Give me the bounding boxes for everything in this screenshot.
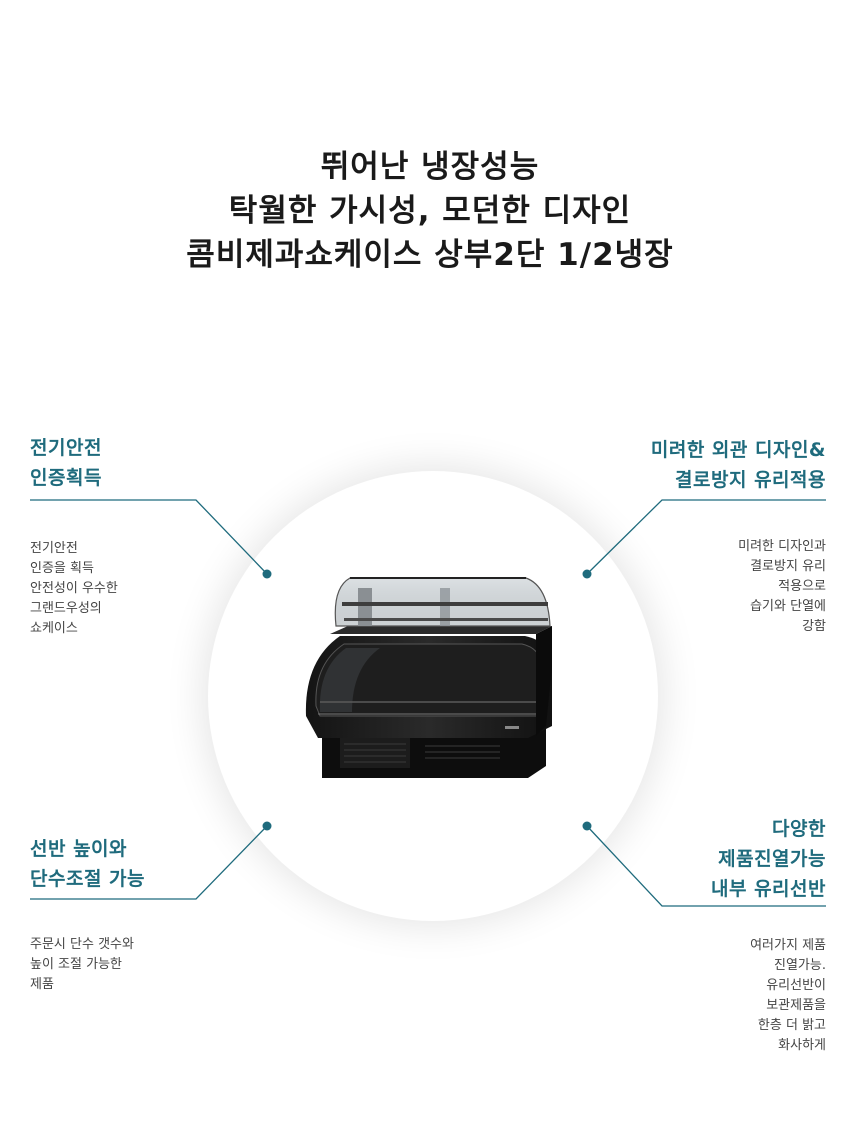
feature-title-line: 내부 유리선반	[711, 878, 826, 900]
connector-dot-top-right	[582, 569, 592, 579]
feature-title-line: 단수조절 가능	[30, 868, 145, 890]
feature-desc-line: 습기와 단열에	[750, 599, 826, 614]
feature-title-line: 미려한 외관 디자인&	[650, 439, 826, 461]
connector-top-left	[30, 499, 268, 575]
feature-title-line: 전기안전	[30, 437, 102, 459]
feature-desc-top-right: 미려한 디자인과 결로방지 유리 적용으로 습기와 단열에 강함	[738, 537, 826, 637]
connector-dot-bottom-right	[582, 821, 592, 831]
feature-desc-line: 전기안전	[30, 541, 78, 556]
connector-dot-bottom-left	[262, 821, 272, 831]
feature-desc-line: 제품	[30, 977, 54, 992]
feature-desc-line: 화사하게	[778, 1038, 826, 1053]
feature-desc-line: 한층 더 밝고	[757, 1018, 826, 1033]
feature-title-line: 선반 높이와	[30, 838, 128, 860]
feature-desc-line: 쇼케이스	[30, 621, 78, 636]
product-showcase-image	[305, 577, 552, 778]
feature-desc-line: 보관제품을	[766, 998, 826, 1013]
connector-top-right	[586, 499, 826, 575]
feature-title-bottom-left: 선반 높이와 단수조절 가능	[30, 834, 145, 894]
feature-title-line: 결로방지 유리적용	[675, 469, 826, 491]
feature-desc-top-left: 전기안전 인증을 획득 안전성이 우수한 그랜드우성의 쇼케이스	[30, 539, 118, 639]
connector-bottom-right	[586, 825, 826, 907]
feature-title-top-right: 미려한 외관 디자인& 결로방지 유리적용	[651, 435, 826, 495]
feature-desc-line: 주문시 단수 갯수와	[30, 937, 134, 952]
feature-desc-line: 미려한 디자인과	[738, 539, 826, 554]
feature-title-line: 다양한	[772, 818, 826, 840]
headline-line-3: 콤비제과쇼케이스 상부2단 1/2냉장	[186, 237, 674, 273]
feature-desc-line: 높이 조절 가능한	[30, 957, 122, 972]
feature-desc-line: 그랜드우성의	[30, 601, 102, 616]
feature-title-bottom-right: 다양한 제품진열가능 내부 유리선반	[711, 814, 826, 904]
feature-title-top-left: 전기안전 인증획득	[30, 433, 102, 493]
feature-title-line: 제품진열가능	[718, 848, 826, 870]
feature-desc-line: 유리선반이	[766, 978, 826, 993]
headline-line-2: 탁월한 가시성, 모던한 디자인	[228, 193, 632, 229]
connector-bottom-left	[30, 825, 268, 900]
headline: 뛰어난 냉장성능 탁월한 가시성, 모던한 디자인 콤비제과쇼케이스 상부2단 …	[0, 145, 860, 277]
feature-desc-line: 결로방지 유리	[750, 559, 826, 574]
feature-desc-line: 적용으로	[778, 579, 826, 594]
connector-dot-top-left	[262, 569, 272, 579]
feature-desc-line: 안전성이 우수한	[30, 581, 118, 596]
feature-desc-bottom-left: 주문시 단수 갯수와 높이 조절 가능한 제품	[30, 935, 134, 995]
feature-desc-line: 인증을 획득	[30, 561, 94, 576]
headline-line-1: 뛰어난 냉장성능	[320, 149, 540, 185]
feature-desc-line: 강함	[802, 619, 826, 634]
feature-desc-bottom-right: 여러가지 제품 진열가능. 유리선반이 보관제품을 한층 더 밝고 화사하게	[750, 936, 826, 1056]
feature-desc-line: 진열가능.	[774, 958, 826, 973]
feature-desc-line: 여러가지 제품	[750, 938, 826, 953]
feature-title-line: 인증획득	[30, 467, 102, 489]
